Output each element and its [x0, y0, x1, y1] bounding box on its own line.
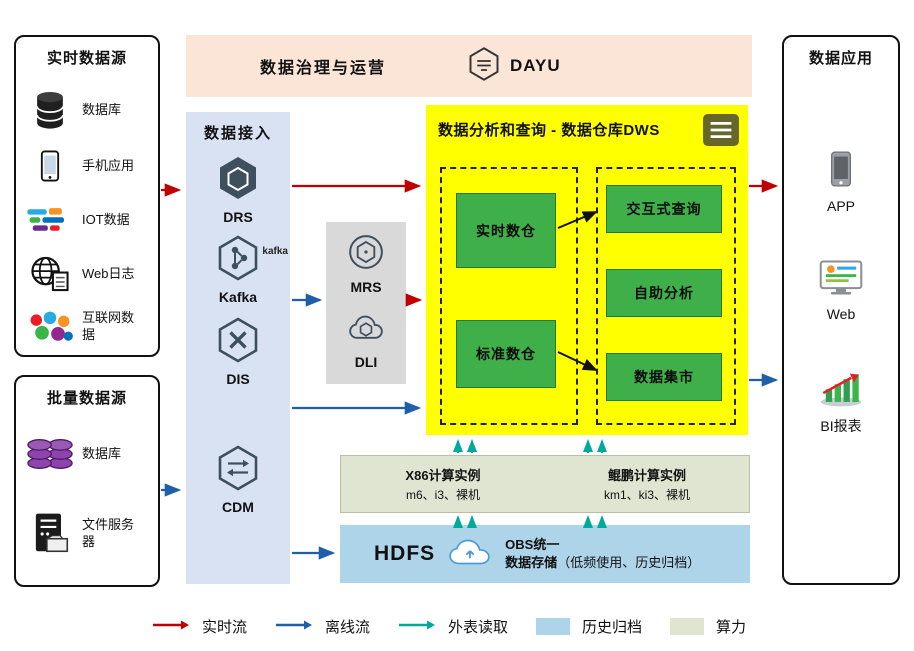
source-label: Web日志 [82, 265, 135, 281]
obs-note: （低频使用、历史归档） [557, 555, 701, 570]
governance-banner: 数据治理与运营 DAYU [186, 35, 752, 97]
legend-compute-label: 算力 [716, 619, 747, 636]
services-group-frame [596, 167, 736, 425]
list-item: 互联网数据 [24, 301, 152, 353]
x86-compute-group: X86计算实例 m6、i3、裸机 [341, 456, 545, 512]
kafka-icon [214, 234, 262, 287]
list-item: 手机应用 [24, 141, 152, 191]
batch-sources-title: 批量数据源 [46, 390, 127, 407]
mrs-icon [346, 232, 386, 277]
kafka-label: Kafka [218, 289, 258, 305]
app-phone-icon [826, 149, 856, 194]
cdm-icon [214, 444, 262, 497]
weblog-icon [24, 255, 76, 293]
compute-swatch [670, 618, 705, 635]
source-label: 互联网数据 [82, 310, 135, 342]
cdm-label: CDM [222, 499, 254, 515]
source-label: 文件服务器 [82, 517, 135, 549]
obs-line1: OBS统一 [505, 537, 560, 553]
drs-label: DRS [223, 209, 253, 225]
x86-compute-subtitle: m6、i3、裸机 [405, 488, 480, 502]
mrs-label: MRS [350, 279, 382, 295]
drs-icon [214, 154, 262, 207]
obs-storage-text: OBS统一 数据存储（低频使用、历史归档） [505, 536, 700, 571]
legend: 实时流 离线流 外表读取 历史归档 算力 [0, 616, 914, 637]
dis-icon [214, 316, 262, 369]
list-item: 数据库 [24, 85, 152, 135]
dayu-logo: DAYU [466, 46, 561, 87]
kafka-node: kafka Kafka [186, 234, 290, 305]
compute-instances-bar: X86计算实例 m6、i3、裸机 鲲鹏计算实例 km1、ki3、裸机 [340, 455, 750, 513]
dis-node: DIS [186, 316, 290, 387]
dws-title: 数据分析和查询 - 数据仓库DWS [438, 122, 660, 139]
dli-label: DLI [354, 354, 378, 370]
legend-offline-label: 离线流 [324, 619, 370, 636]
drs-node: DRS [186, 154, 290, 225]
list-item: 文件服务器 [24, 502, 152, 566]
phone-icon [24, 148, 76, 184]
kunpeng-compute-subtitle: km1、ki3、裸机 [603, 488, 690, 502]
standard-warehouse-module: 标准数仓 [456, 320, 556, 388]
realtime-sources-panel: 实时数据源 数据库 手机应用 IOT数据 Web日志 [14, 35, 160, 357]
report-list-icon [702, 113, 740, 152]
kafka-wordmark: kafka [262, 246, 288, 257]
app-item: APP [784, 149, 898, 214]
app-item: BI报表 [784, 369, 898, 436]
app-item: Web [784, 259, 898, 322]
source-label: 数据库 [82, 101, 122, 117]
obs-line2: 数据存储 [505, 555, 558, 570]
interactive-query-module: 交互式查询 [606, 185, 722, 233]
kunpeng-compute-group: 鲲鹏计算实例 km1、ki3、裸机 [545, 456, 749, 512]
internet-icon [24, 311, 76, 343]
list-item: 数据库 [24, 422, 152, 486]
storage-bar: HDFS OBS统一 数据存储（低频使用、历史归档） [340, 525, 750, 583]
obs-cloud-icon [447, 536, 493, 573]
legend-archive-label: 历史归档 [582, 619, 643, 636]
data-ingestion-title: 数据接入 [203, 125, 272, 142]
self-service-analysis-module: 自助分析 [606, 269, 722, 317]
dayu-icon [466, 46, 502, 87]
bi-report-icon [818, 369, 864, 412]
middleware-box: MRS DLI [326, 222, 406, 384]
warehouse-group-frame [440, 167, 578, 425]
dli-node: DLI [326, 307, 406, 370]
data-mart-module: 数据集市 [606, 353, 722, 401]
dayu-logo-text: DAYU [510, 56, 561, 75]
data-applications-panel: 数据应用 APP Web BI报表 [782, 35, 900, 585]
bi-report-label: BI报表 [820, 418, 862, 434]
file-server-icon [24, 512, 76, 556]
web-monitor-icon [818, 259, 864, 302]
web-label: Web [826, 306, 856, 322]
dis-label: DIS [226, 371, 250, 387]
list-item: IOT数据 [24, 195, 152, 245]
app-label: APP [826, 198, 855, 214]
data-applications-title: 数据应用 [808, 50, 873, 67]
offline-flow-arrow-icon [275, 618, 313, 635]
data-ingestion-panel: 数据接入 DRS kafka Kafka DIS CDM [186, 112, 290, 584]
legend-realtime-label: 实时流 [201, 619, 247, 636]
source-label: 手机应用 [82, 157, 135, 173]
legend-external-label: 外表读取 [447, 619, 508, 636]
external-read-arrow-icon [398, 618, 436, 635]
governance-title: 数据治理与运营 [260, 60, 387, 77]
database-purple-icon [24, 434, 76, 474]
mrs-node: MRS [326, 232, 406, 295]
source-label: 数据库 [82, 445, 122, 461]
archive-swatch [536, 618, 570, 635]
realtime-sources-title: 实时数据源 [46, 50, 127, 67]
database-icon [24, 90, 76, 130]
realtime-warehouse-module: 实时数仓 [456, 193, 556, 268]
dli-icon [346, 307, 386, 352]
realtime-flow-arrow-icon [152, 618, 190, 635]
dws-panel: 数据分析和查询 - 数据仓库DWS 实时数仓 标准数仓 交互式查询 自助分析 数… [426, 105, 748, 435]
iot-icon [24, 206, 76, 234]
kunpeng-compute-title: 鲲鹏计算实例 [607, 468, 686, 483]
x86-compute-title: X86计算实例 [405, 468, 481, 483]
hdfs-label: HDFS [374, 542, 436, 565]
source-label: IOT数据 [82, 211, 130, 227]
cdm-node: CDM [186, 444, 290, 515]
list-item: Web日志 [24, 249, 152, 299]
batch-sources-panel: 批量数据源 数据库 文件服务器 [14, 375, 160, 587]
